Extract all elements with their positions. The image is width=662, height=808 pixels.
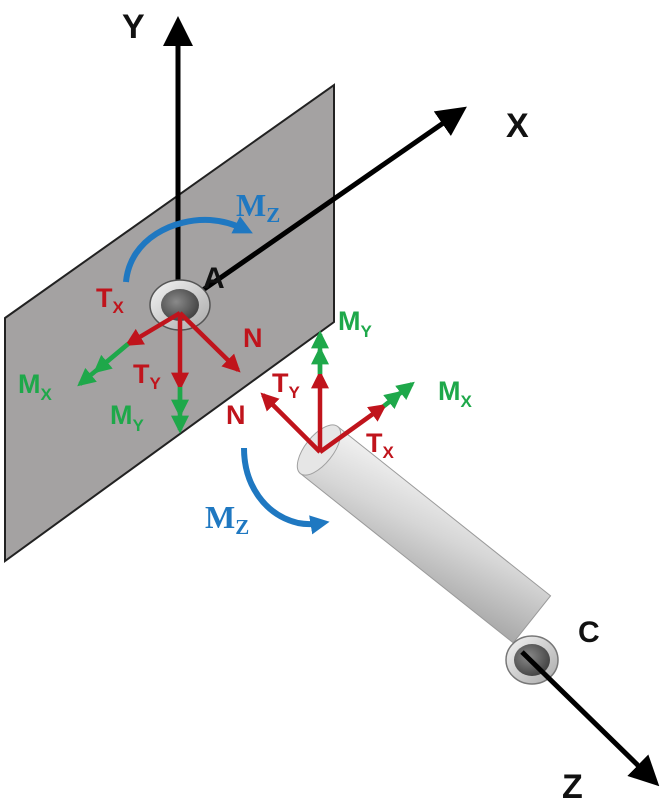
wall-n-arrow	[178, 311, 241, 373]
bar-n-label: N	[226, 400, 246, 430]
z-axis-arrow	[520, 650, 660, 787]
wall-mx-label: MX	[18, 369, 53, 404]
bar-body	[299, 425, 552, 644]
wall-mz-label: MZ	[236, 187, 280, 227]
z-axis-label: Z	[562, 768, 583, 803]
bar-tx-label: TX	[366, 428, 395, 462]
wall-my-label: MY	[110, 400, 145, 435]
bar-tx-arrow	[318, 403, 387, 454]
x-axis-label: X	[506, 107, 529, 145]
wall-n-label: N	[243, 323, 263, 353]
bar-mx-label: MX	[438, 376, 473, 411]
wall-tx-label: TX	[96, 283, 125, 317]
bar-mx-arrow-second-head	[382, 390, 403, 410]
bar-member	[296, 424, 552, 644]
point-c-label: C	[578, 616, 600, 649]
wall-socket-hole	[161, 289, 199, 321]
wall-mz-arrow	[123, 216, 253, 283]
bar-n-arrow	[260, 392, 322, 454]
wall-mx-arrow-second-head	[93, 342, 130, 374]
y-axis-label: Y	[122, 8, 145, 46]
bar-my-label: MY	[338, 306, 373, 341]
bar-mz-label: MZ	[205, 499, 249, 539]
point-a-label: A	[203, 262, 225, 295]
x-axis-arrow	[198, 106, 467, 295]
bar-mz-arrow	[241, 447, 330, 535]
bar-ty-label: TY	[272, 368, 301, 402]
wall-ty-label: TY	[133, 359, 162, 393]
wall-tx-arrow	[124, 311, 182, 346]
